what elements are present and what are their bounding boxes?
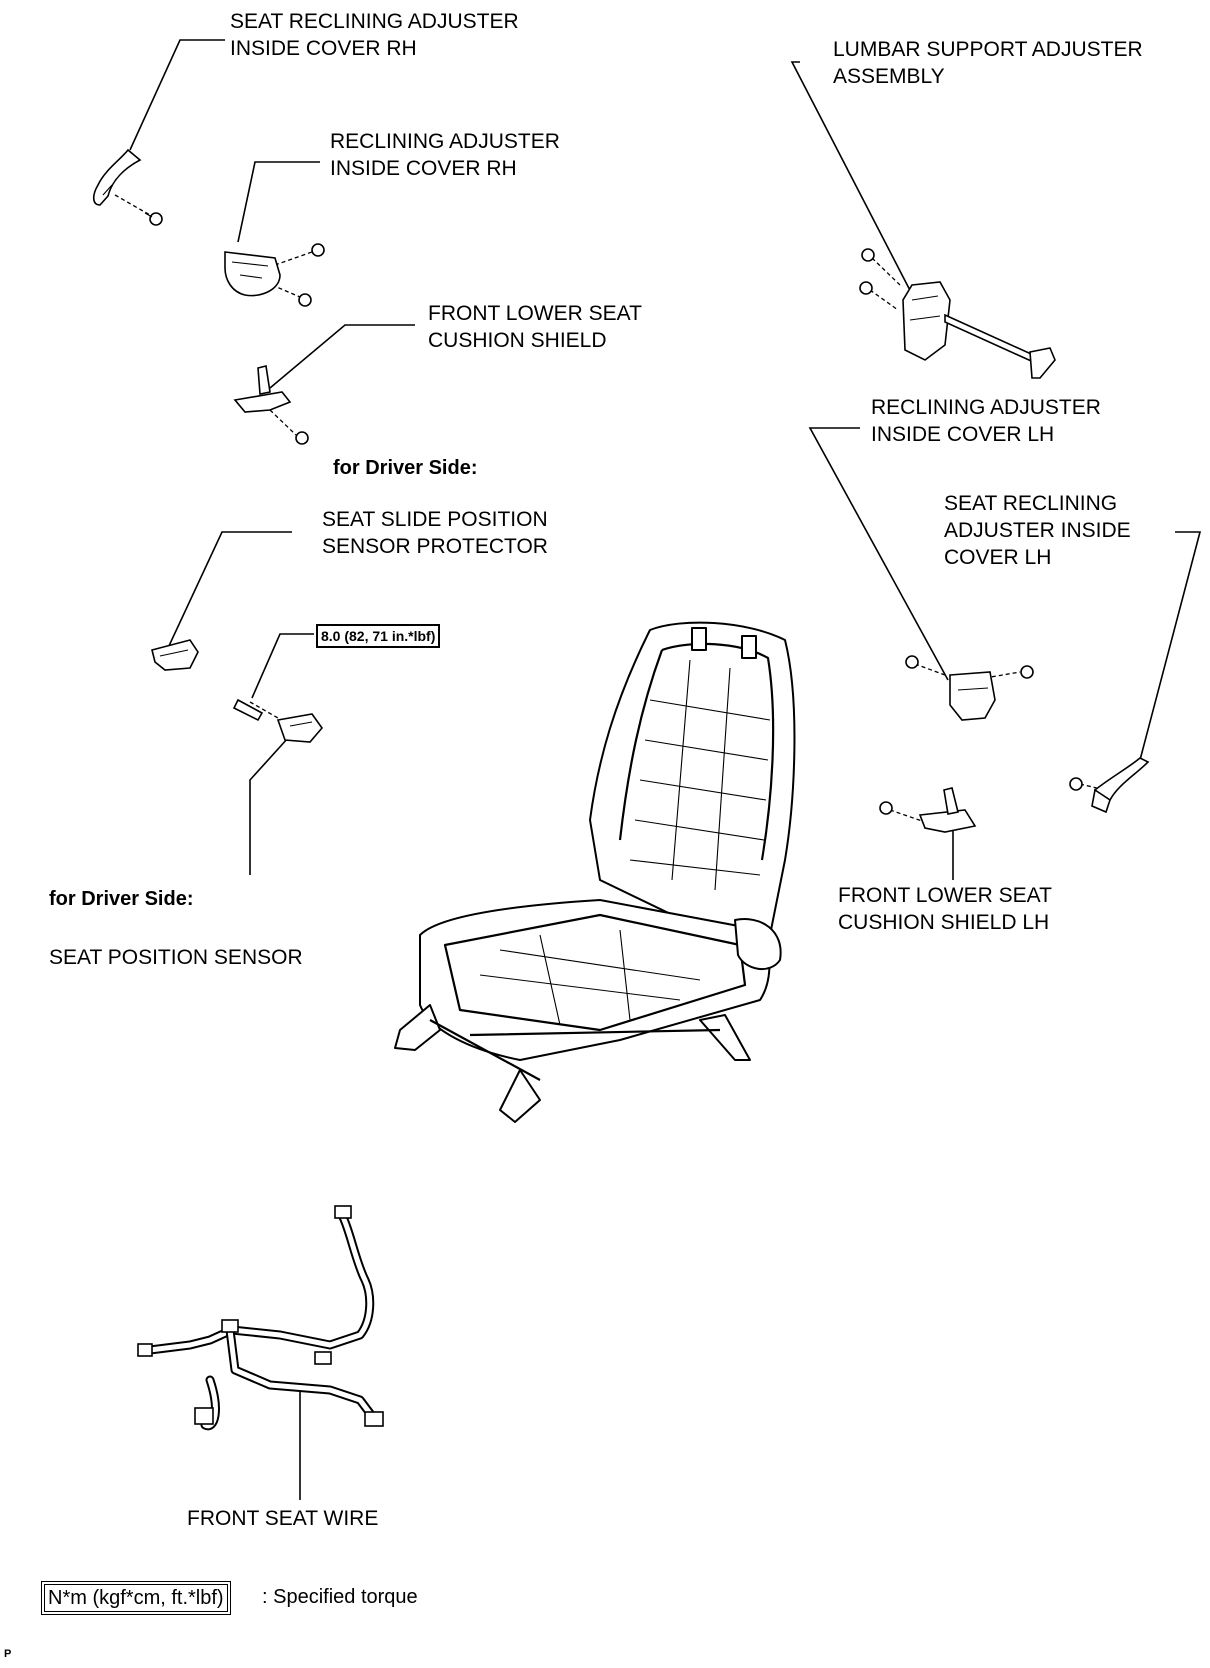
label-seat-reclining-adjuster-inside-cover-rh: SEAT RECLINING ADJUSTER INSIDE COVER RH — [230, 10, 519, 60]
leader-lumbar — [790, 61, 916, 301]
label-front-lower-seat-cushion-shield: FRONT LOWER SEAT CUSHION SHIELD — [428, 302, 642, 352]
lumbar-support-part — [859, 248, 1056, 379]
seat-frame — [394, 621, 796, 1123]
leader-reclining-cover-lh — [808, 427, 949, 681]
front-lower-shield-part — [233, 365, 309, 445]
leader-seat-reclining-cover-rh — [129, 39, 225, 151]
front-lower-shield-lh-part — [879, 787, 977, 833]
leader-reclining-cover-rh — [237, 161, 320, 243]
reclining-cover-rh-part — [224, 243, 325, 307]
seat-reclining-cover-lh-part — [1069, 757, 1150, 814]
label-front-seat-wire: FRONT SEAT WIRE — [187, 1507, 379, 1530]
leader-lines — [129, 39, 1202, 1500]
label-reclining-adjuster-inside-cover-lh: RECLINING ADJUSTER INSIDE COVER LH — [871, 396, 1101, 446]
leader-torque — [251, 633, 314, 699]
label-seat-slide-position-sensor-protector: SEAT SLIDE POSITION SENSOR PROTECTOR — [322, 508, 548, 558]
label-reclining-adjuster-inside-cover-rh: RECLINING ADJUSTER INSIDE COVER RH — [330, 130, 560, 180]
screw-1 — [144, 212, 163, 226]
label-for-driver-side-bottom: for Driver Side: — [49, 888, 194, 910]
legend-description: : Specified torque — [262, 1586, 418, 1608]
legend-unit-box: N*m (kgf*cm, ft.*lbf) — [41, 1581, 231, 1615]
label-lumbar-support-adjuster-assembly: LUMBAR SUPPORT ADJUSTER ASSEMBLY — [833, 38, 1143, 88]
leader-slide-sensor-protector — [167, 531, 292, 649]
label-for-driver-side-top: for Driver Side: — [333, 457, 478, 479]
leader-seat-reclining-cover-lh — [1139, 531, 1202, 761]
seat-position-sensor-part — [232, 698, 324, 743]
leader-seat-position-sensor — [249, 737, 289, 875]
seat-reclining-cover-rh-part — [92, 148, 163, 226]
label-seat-position-sensor: SEAT POSITION SENSOR — [49, 946, 303, 969]
reclining-cover-lh-part — [905, 655, 1034, 721]
label-seat-reclining-adjuster-inside-cover-lh: SEAT RECLINING ADJUSTER INSIDE COVER LH — [944, 492, 1131, 569]
label-front-lower-seat-cushion-shield-lh: FRONT LOWER SEAT CUSHION SHIELD LH — [838, 884, 1052, 934]
slide-sensor-protector-part — [151, 639, 199, 671]
front-seat-wire-part — [137, 1205, 384, 1431]
torque-spec-box: 8.0 (82, 71 in.*lbf) — [316, 624, 441, 648]
figure-code: P — [4, 1648, 12, 1660]
leader-front-lower-shield — [269, 324, 415, 389]
